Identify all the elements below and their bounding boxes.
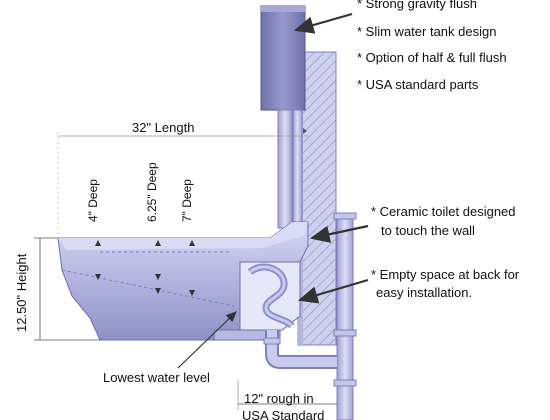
ceramic-callout-line1: * Ceramic toilet designed bbox=[371, 204, 516, 219]
water-tank bbox=[260, 5, 306, 111]
toilet-bowl bbox=[57, 221, 309, 341]
height-dimension bbox=[34, 237, 100, 341]
callout-arrows bbox=[177, 12, 369, 369]
depth-label-625: 6.25" Deep bbox=[145, 162, 159, 222]
depth-markers bbox=[95, 240, 195, 296]
outlet-pipe bbox=[263, 330, 337, 369]
usa-standard-label: USA Standard bbox=[242, 408, 324, 420]
depth-label-7: 7" Deep bbox=[180, 179, 194, 222]
rough-in-dimension bbox=[237, 380, 337, 410]
length-label: 32" Length bbox=[132, 120, 194, 135]
space-callout-line1: * Empty space at back for bbox=[371, 267, 520, 282]
space-callout-line2: easy installation. bbox=[376, 285, 472, 300]
ceramic-callout-line2: to touch the wall bbox=[381, 223, 475, 238]
length-dimension bbox=[57, 132, 308, 234]
flush-pipes bbox=[277, 109, 307, 229]
feature-usa-parts: * USA standard parts bbox=[357, 77, 479, 92]
feature-slim-tank: * Slim water tank design bbox=[357, 24, 496, 39]
height-label: 12.50" Height bbox=[14, 253, 29, 332]
drain-pipe bbox=[333, 212, 357, 420]
feature-strong-flush: * Strong gravity flush bbox=[357, 0, 477, 11]
water-level-label: Lowest water level bbox=[103, 370, 210, 385]
feature-half-full-flush: * Option of half & full flush bbox=[357, 50, 507, 65]
depth-label-4: 4" Deep bbox=[86, 179, 100, 222]
rough-in-label: 12" rough in bbox=[244, 391, 314, 406]
